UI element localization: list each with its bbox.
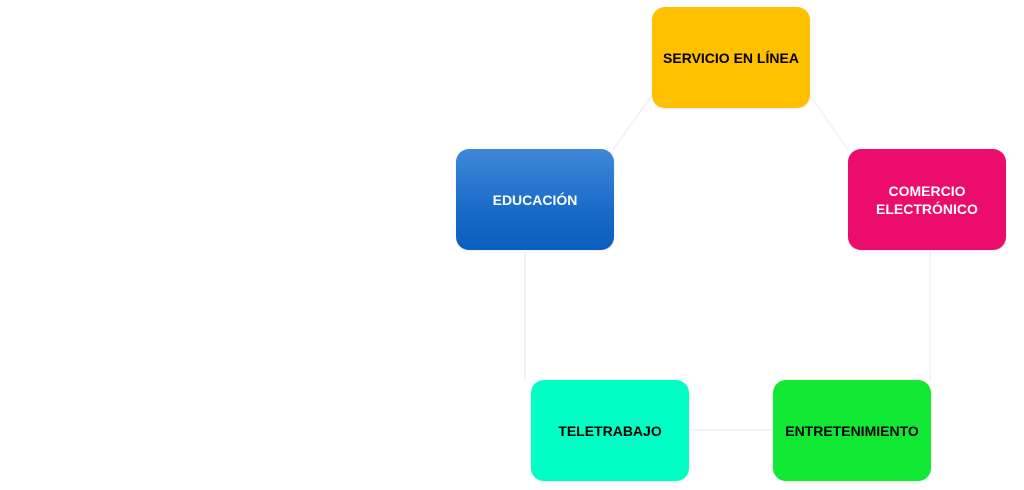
- node-label: EDUCACIÓN: [492, 191, 578, 208]
- node-label: SERVICIO EN LÍNEA: [663, 49, 799, 66]
- node-label: COMERCIO ELECTRÓNICO: [876, 182, 978, 217]
- node-comercio-electronico: COMERCIO ELECTRÓNICO: [848, 149, 1006, 250]
- connector-servicio-educacion: [612, 94, 653, 151]
- node-label: TELETRABAJO: [558, 422, 662, 439]
- node-servicio-en-linea: SERVICIO EN LÍNEA: [652, 7, 810, 108]
- node-entretenimiento: ENTRETENIMIENTO: [773, 380, 931, 481]
- node-teletrabajo: TELETRABAJO: [531, 380, 689, 481]
- node-educacion: EDUCACIÓN: [456, 149, 614, 250]
- node-label: ENTRETENIMIENTO: [785, 422, 919, 439]
- connector-servicio-comercio: [809, 94, 849, 151]
